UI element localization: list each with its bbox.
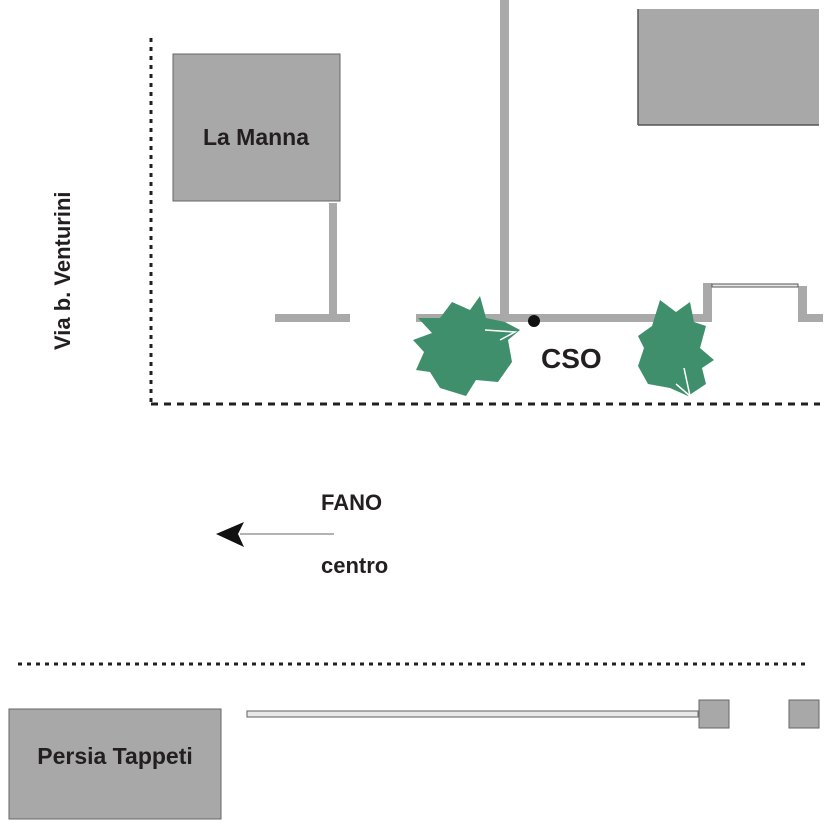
gate-post-right bbox=[788, 699, 820, 729]
building-la-manna[interactable]: La Manna bbox=[172, 53, 341, 202]
direction-destination: FANO bbox=[321, 490, 382, 515]
cso-marker-dot[interactable] bbox=[528, 315, 540, 327]
left-arrow-icon bbox=[216, 522, 244, 547]
direction-indicator: FANO centro bbox=[216, 490, 388, 578]
wall-post-right bbox=[703, 283, 712, 322]
wall-post-far-right bbox=[798, 286, 807, 322]
street-label: Via b. Venturini bbox=[50, 191, 75, 350]
direction-sub-label: centro bbox=[321, 553, 388, 578]
building-top-right[interactable] bbox=[637, 9, 819, 126]
building-label-la-manna: La Manna bbox=[203, 124, 309, 150]
wall-end-far-right bbox=[798, 314, 823, 322]
wall-la-manna-stem bbox=[329, 203, 337, 319]
walls bbox=[275, 0, 823, 322]
gate-bar-bottom bbox=[246, 710, 699, 718]
building-label-persia-tappeti: Persia Tappeti bbox=[37, 743, 193, 769]
gate-post-left bbox=[698, 699, 730, 729]
tree-right bbox=[638, 300, 714, 399]
wall-vertical-center bbox=[500, 0, 509, 322]
wall-la-manna-base bbox=[275, 314, 350, 322]
tree-left bbox=[413, 296, 520, 396]
building-persia-tappeti[interactable]: Persia Tappeti bbox=[8, 708, 222, 820]
cso-label: CSO bbox=[541, 343, 602, 374]
wall-horizontal-center bbox=[416, 314, 712, 322]
gate-bar-top bbox=[711, 283, 799, 288]
